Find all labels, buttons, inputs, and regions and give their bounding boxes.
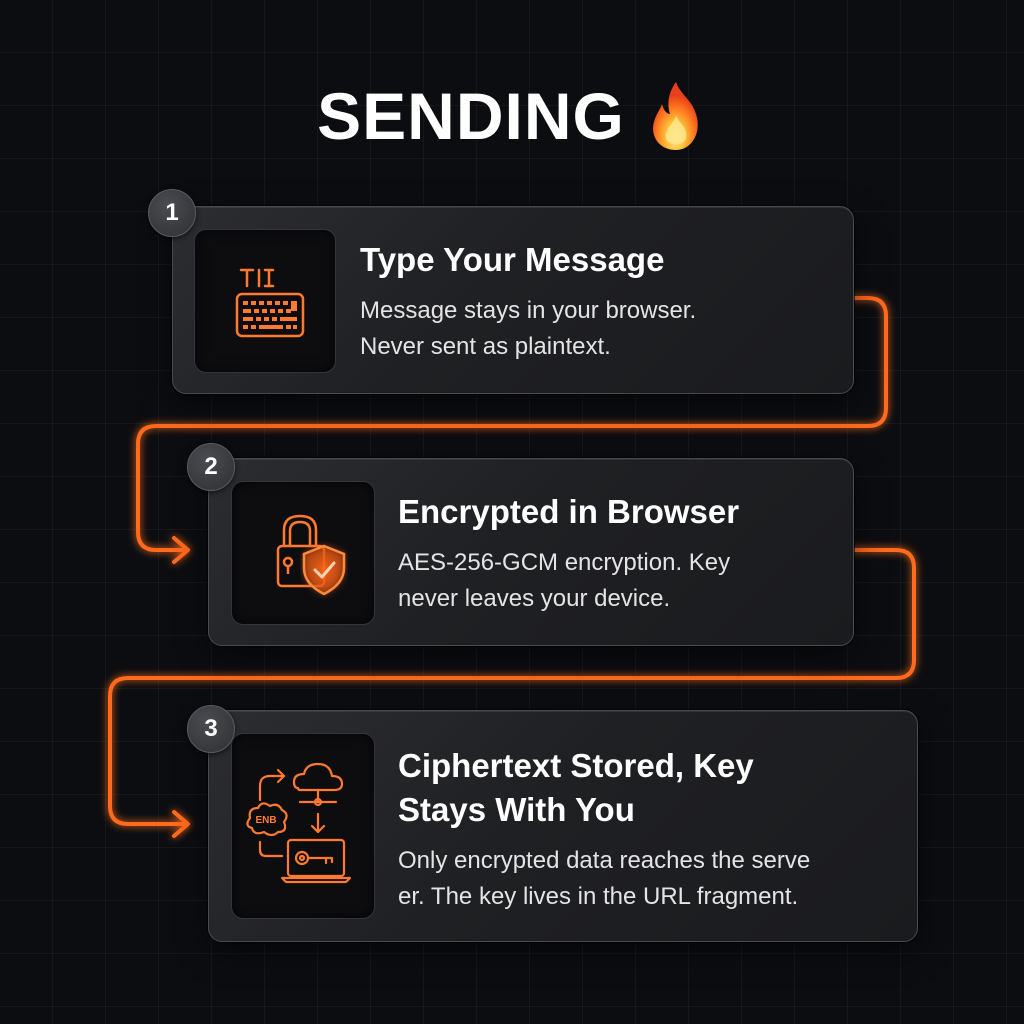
step-description-line2: never leaves your device. — [398, 585, 671, 612]
keyboard-cursor-icon — [235, 268, 305, 338]
arrow-head-3 — [172, 810, 190, 838]
svg-text:ENB: ENB — [255, 815, 276, 826]
lock-shield-check-icon — [276, 514, 346, 596]
step-description-line1: Only encrypted data reaches the serve — [398, 847, 811, 874]
step-title-line2: Stays With You — [398, 791, 635, 828]
step-number-badge: 1 — [148, 189, 196, 237]
step-number-badge: 3 — [187, 705, 235, 753]
step-icon-box — [194, 229, 336, 373]
step-description-line1: AES-256-GCM encryption. Key — [398, 549, 731, 576]
step-icon-box — [231, 481, 375, 625]
step-title-line1: Ciphertext Stored, Key — [398, 747, 754, 784]
step-icon-box: ENB — [231, 733, 375, 919]
cloud-key-flow-icon: ENB — [246, 762, 352, 884]
arrow-head-2 — [172, 536, 190, 564]
step-description-line2: er. The key lives in the URL fragment. — [398, 883, 799, 910]
step-title: Encrypted in Browser — [398, 493, 740, 530]
step-description-line2: Never sent as plaintext. — [360, 333, 611, 360]
step-title: Type Your Message — [360, 241, 665, 278]
title-text: SENDING — [317, 79, 625, 153]
fire-icon — [652, 82, 698, 150]
page-title: SENDING — [0, 78, 1024, 154]
step-number-badge: 2 — [187, 443, 235, 491]
step-description-line1: Message stays in your browser. — [360, 297, 697, 324]
